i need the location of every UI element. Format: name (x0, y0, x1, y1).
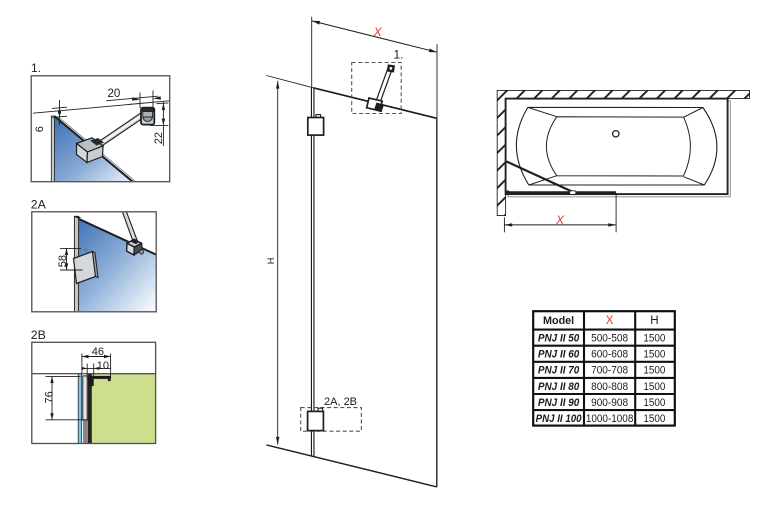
svg-text:PNJ II 70: PNJ II 70 (538, 365, 580, 377)
svg-text:600-608: 600-608 (591, 349, 628, 361)
svg-text:22: 22 (153, 132, 165, 144)
svg-text:10: 10 (97, 360, 109, 372)
svg-text:76: 76 (44, 391, 56, 403)
svg-text:1500: 1500 (643, 397, 665, 409)
svg-text:PNJ II 90: PNJ II 90 (538, 397, 580, 409)
svg-text:500-508: 500-508 (591, 333, 628, 345)
svg-text:20: 20 (108, 88, 121, 100)
svg-text:PNJ II 100: PNJ II 100 (536, 413, 582, 425)
svg-text:1.: 1. (394, 48, 404, 62)
svg-text:1500: 1500 (643, 333, 665, 345)
svg-text:H: H (266, 258, 276, 265)
svg-text:H: H (650, 315, 658, 327)
svg-text:46: 46 (92, 346, 104, 358)
svg-text:PNJ II 60: PNJ II 60 (538, 349, 580, 361)
svg-text:1500: 1500 (643, 381, 665, 393)
svg-text:Model: Model (543, 315, 574, 327)
svg-text:1500: 1500 (643, 365, 665, 377)
svg-text:1500: 1500 (643, 413, 665, 425)
svg-text:1500: 1500 (643, 349, 665, 361)
svg-text:800-808: 800-808 (591, 381, 628, 393)
svg-text:2A, 2B: 2A, 2B (324, 396, 357, 408)
svg-text:PNJ II 80: PNJ II 80 (538, 381, 580, 393)
svg-text:900-908: 900-908 (591, 397, 628, 409)
svg-text:6: 6 (34, 126, 46, 132)
svg-text:X: X (555, 213, 565, 227)
svg-text:X: X (606, 315, 614, 327)
svg-text:2B: 2B (31, 328, 46, 342)
svg-text:1000-1008: 1000-1008 (586, 413, 634, 425)
svg-text:700-708: 700-708 (591, 365, 628, 377)
svg-text:58: 58 (57, 255, 69, 267)
svg-text:PNJ II 50: PNJ II 50 (538, 333, 580, 345)
svg-text:1.: 1. (31, 61, 41, 75)
svg-text:2A: 2A (31, 197, 47, 211)
svg-text:X: X (373, 25, 383, 39)
